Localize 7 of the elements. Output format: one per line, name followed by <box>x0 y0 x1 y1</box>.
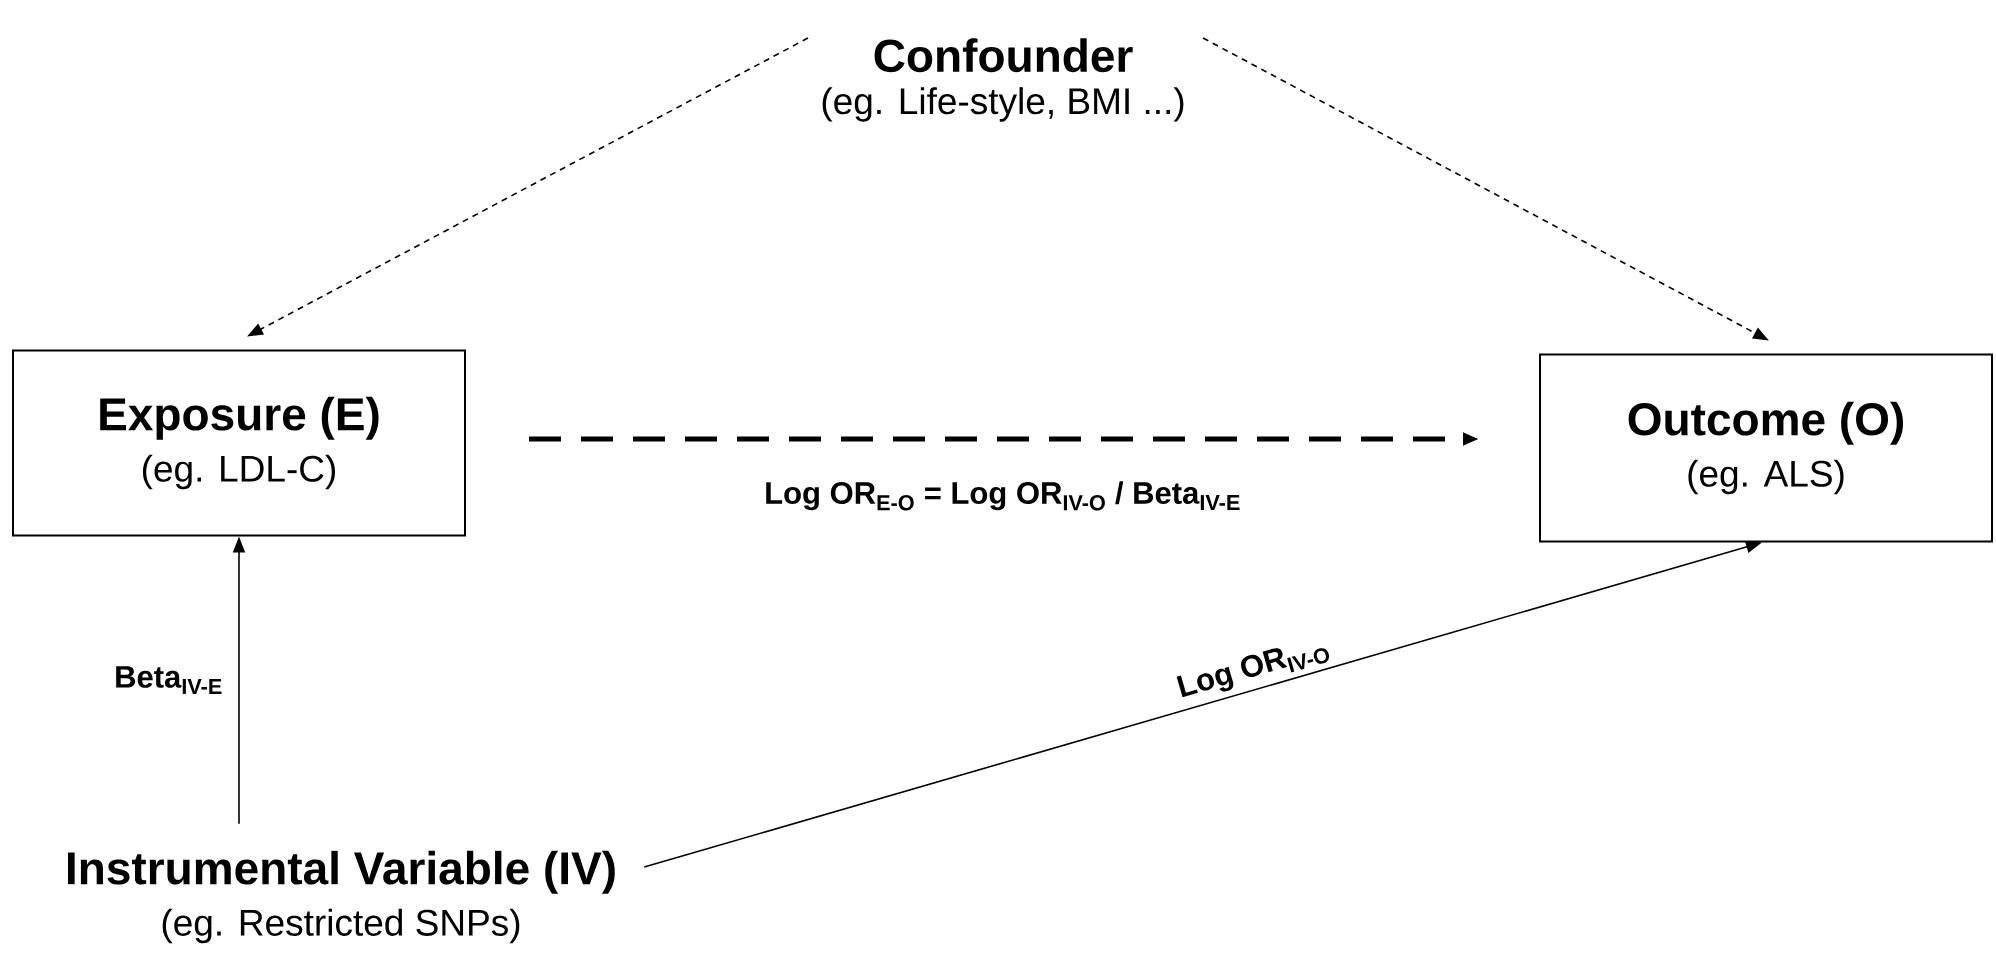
edge-label: Log OR$_{E-O}$ = Log OR$_{IV-O}$ / Beta$_{IV-E}$ <box>766 481 1240 511</box>
text-label: Instrumental Variable (IV) (eg. Restricted SNPs) <box>68 850 615 944</box>
edge-label: Log OR$_{IV-O}$ <box>1176 648 1330 698</box>
process-box: Exposure (E) (eg. LDL-C) <box>12 349 466 537</box>
text-label: Confounder (eg. Life-style, BMI ...) <box>822 38 1184 122</box>
process-box: Outcome (O) (eg. ALS) <box>1539 353 1994 543</box>
edge-label: Beta$_{IV-E}$ <box>116 666 222 694</box>
